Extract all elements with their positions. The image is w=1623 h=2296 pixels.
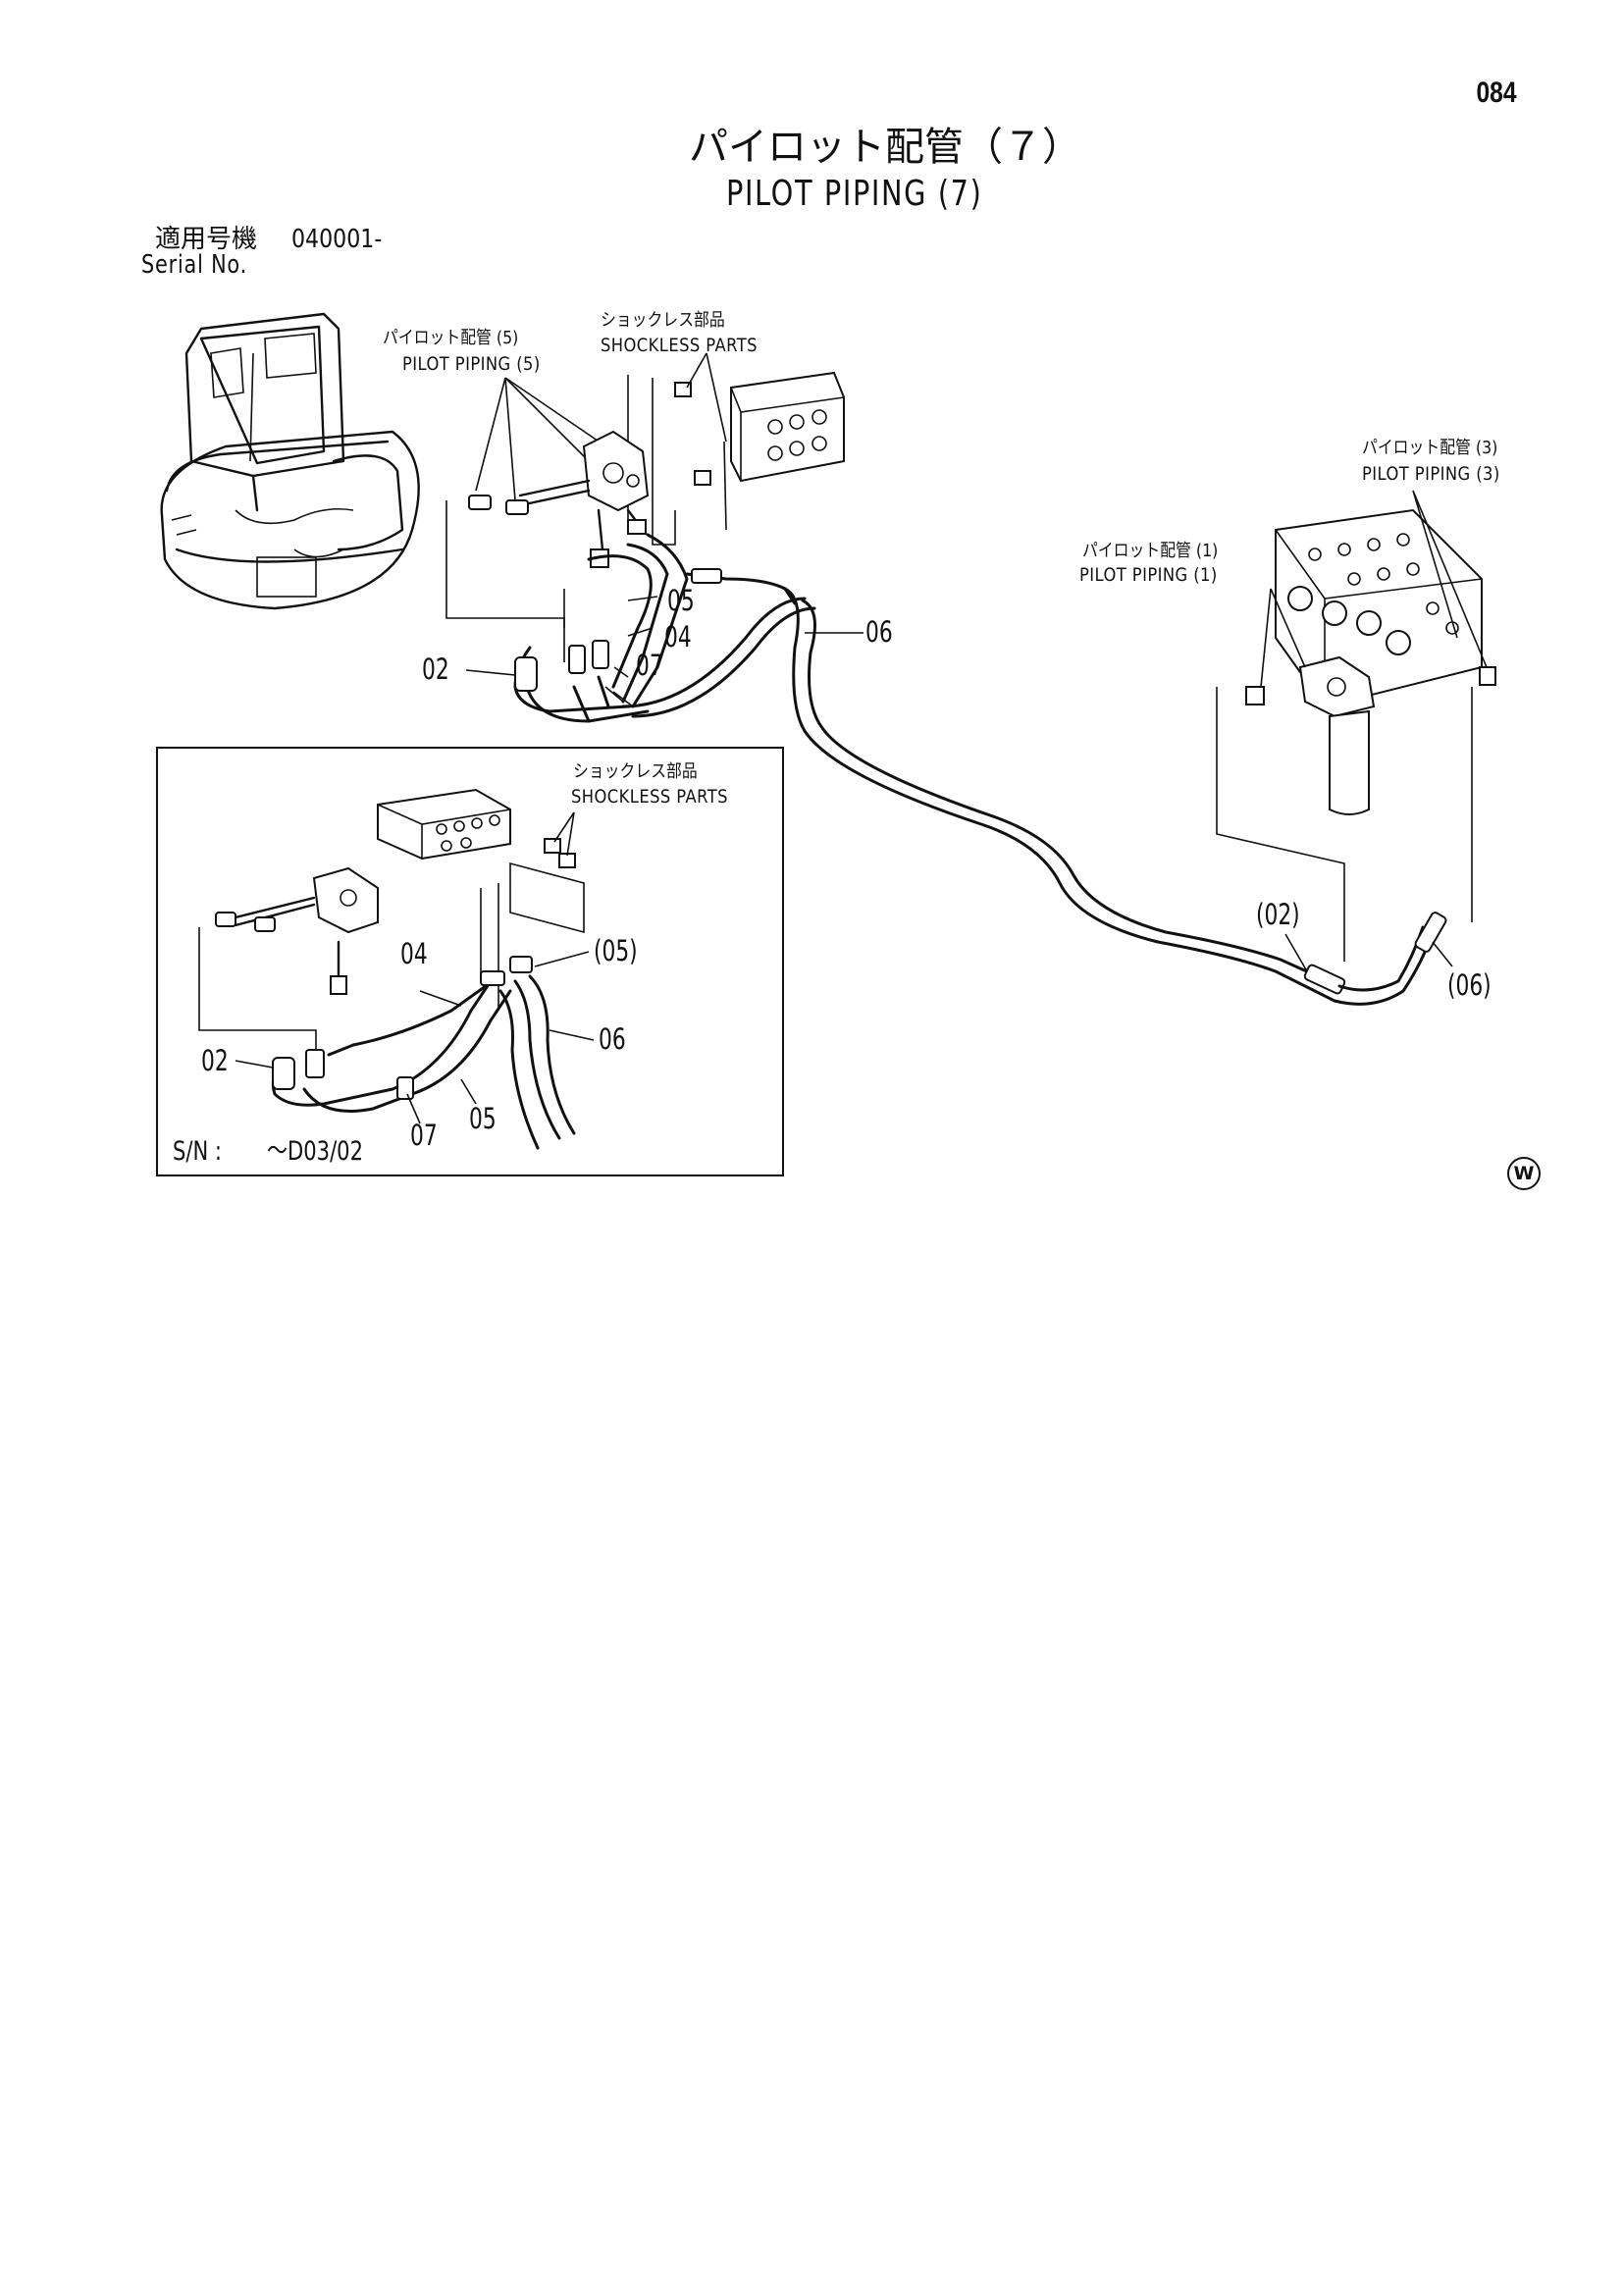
part-number-07: 07 [636,649,663,682]
inset-part-number-02: 02 [201,1044,229,1077]
part-number-02-ref: (02) [1256,898,1300,931]
page-title-english: PILOT PIPING (7) [726,174,983,214]
circled-w-symbol: W [1507,1157,1541,1190]
inset-shockless-parts-en: SHOCKLESS PARTS [571,786,728,808]
serial-label-japanese: 適用号機 [155,225,258,254]
page-title-japanese: パイロット配管（７） [689,125,1081,170]
callout-pilot-piping-3-en: PILOT PIPING (3) [1362,463,1500,485]
serial-label-english: Serial No. [141,250,247,280]
inset-shockless-assembly [198,788,585,1150]
page-number: 084 [1476,77,1517,109]
hose-harness-main [445,500,816,723]
callout-pilot-piping-1-en: PILOT PIPING (1) [1079,564,1218,586]
inset-shockless-parts-jp: ショックレス部品 [573,761,698,782]
inset-part-number-07: 07 [410,1119,438,1152]
inset-serial-value: ～D03/02 [267,1136,363,1167]
pilot-block-right [1216,490,1496,962]
part-number-04: 04 [664,620,692,653]
callout-shockless-parts-jp: ショックレス部品 [601,310,725,331]
inset-part-number-05: 05 [469,1102,497,1135]
inset-part-number-05-ref: (05) [594,934,638,967]
inset-part-number-04: 04 [400,937,428,970]
inset-part-number-06: 06 [599,1022,626,1056]
callout-pilot-piping-1-jp: パイロット配管 (1) [1082,541,1219,561]
part-number-06-ref: (06) [1447,968,1492,1002]
serial-number-value: 040001- [291,225,383,254]
callout-pilot-piping-3-jp: パイロット配管 (3) [1362,438,1498,458]
inset-frame [156,747,784,1176]
part-number-06: 06 [865,615,893,649]
part-number-02: 02 [422,652,449,686]
inset-serial-label: S/N : [173,1136,223,1167]
pilot-valve-assembly [468,430,650,568]
part-number-05: 05 [667,584,695,617]
callout-pilot-piping-5-en: PILOT PIPING (5) [402,353,541,375]
callout-shockless-parts-en: SHOCKLESS PARTS [601,335,758,356]
hose-06-long [783,587,1447,1006]
excavator-cab-illustration [160,312,420,610]
callout-pilot-piping-5-jp: パイロット配管 (5) [383,328,519,348]
part-number-leaders [235,596,1453,1124]
shockless-valve-block-upper [652,352,845,546]
